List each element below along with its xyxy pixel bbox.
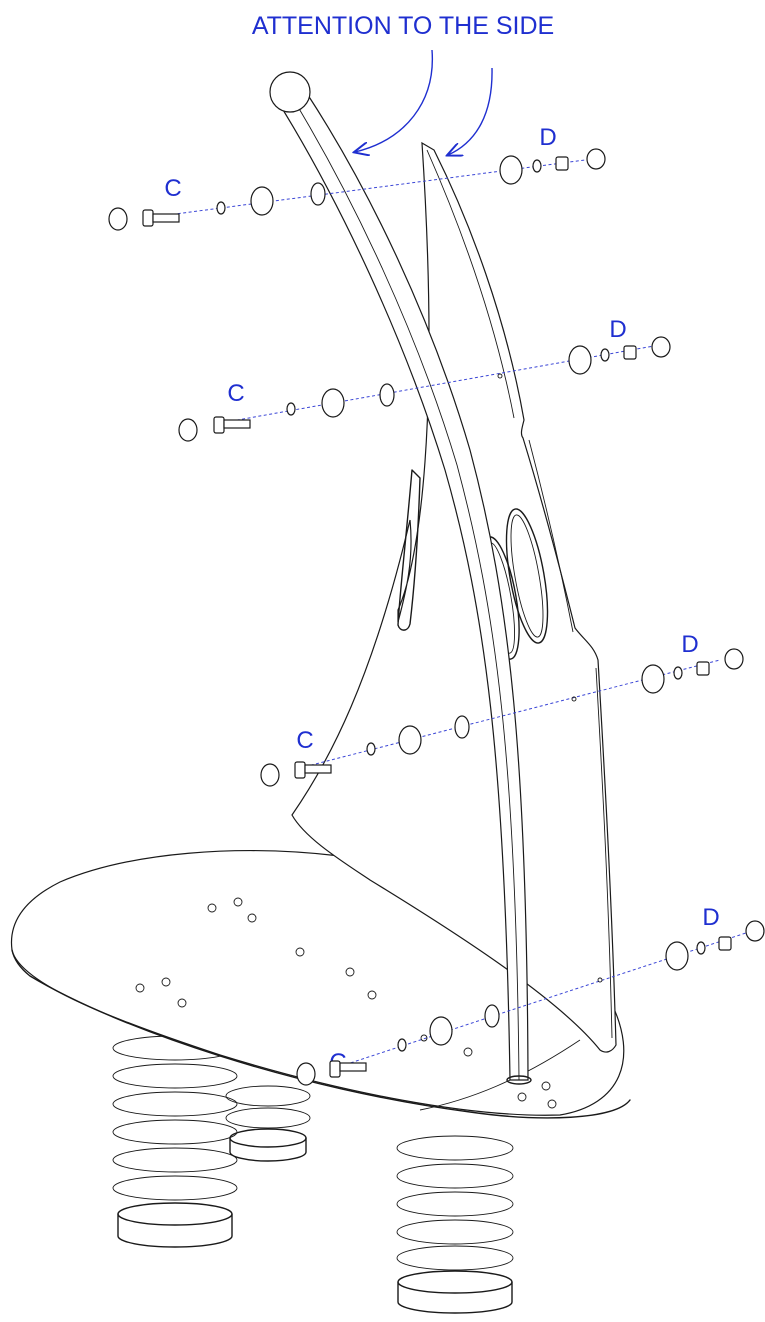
cap-right-1 <box>586 148 606 170</box>
washer-right-4 <box>696 941 706 955</box>
mast-top-ball <box>269 71 311 113</box>
fastener-group-1: C D <box>108 124 606 231</box>
nut-d-2 <box>623 345 637 360</box>
attention-arrow-right <box>448 67 493 155</box>
spacer-left-2 <box>321 388 345 418</box>
fastener-group-4: C D <box>296 904 765 1086</box>
nut-d-3 <box>696 661 710 676</box>
attention-arrow-left <box>355 49 434 152</box>
nut-label-d-4: D <box>702 904 719 931</box>
nut-label-d-2: D <box>609 316 626 343</box>
bolt-label-c-1: C <box>164 175 181 202</box>
bolt-label-c-2: C <box>227 380 244 407</box>
cap-right-3 <box>724 648 744 670</box>
washer-right-1 <box>532 159 542 173</box>
nut-label-d-1: D <box>539 124 556 151</box>
spring-back-middle <box>225 1085 311 1162</box>
cap-left-1 <box>108 207 128 231</box>
cap-right-2 <box>651 336 671 358</box>
nut-d-4 <box>718 936 732 951</box>
nut-label-d-3: D <box>681 631 698 658</box>
title-attention: ATTENTION TO THE SIDE <box>252 12 554 40</box>
cap-left-3 <box>260 763 280 787</box>
bolt-c-4 <box>329 1060 341 1078</box>
spacer-right-2 <box>568 345 592 375</box>
bolt-c-2 <box>213 416 225 434</box>
cap-left-4 <box>296 1062 316 1086</box>
spacer-right-1 <box>499 155 523 185</box>
nut-d-1 <box>555 156 569 171</box>
fastener-group-3: C D <box>260 631 744 787</box>
spring-front <box>396 1135 514 1314</box>
sail-panel <box>291 141 617 1053</box>
washer-right-2 <box>600 348 610 362</box>
spacer-left-4 <box>429 1016 453 1046</box>
spring-back-left <box>112 1035 238 1248</box>
washer-left-3 <box>366 742 376 756</box>
washer-left-2 <box>286 402 296 416</box>
cap-right-4 <box>745 920 765 942</box>
washer-right-3 <box>673 666 683 680</box>
spacer-right-4 <box>665 941 689 971</box>
mast <box>269 71 532 1085</box>
mounting-holes <box>135 897 557 1109</box>
spacer-left-1 <box>250 186 274 216</box>
fastener-group-2: C D <box>178 316 671 442</box>
bolt-c-3 <box>294 761 306 779</box>
bolt-c-1 <box>142 209 154 227</box>
bolt-label-c-3: C <box>296 727 313 754</box>
washer-left-1 <box>216 201 226 215</box>
cap-left-2 <box>178 418 198 442</box>
washer-left-4 <box>397 1038 407 1052</box>
spacer-left-3 <box>398 725 422 755</box>
spacer-right-3 <box>641 664 665 694</box>
